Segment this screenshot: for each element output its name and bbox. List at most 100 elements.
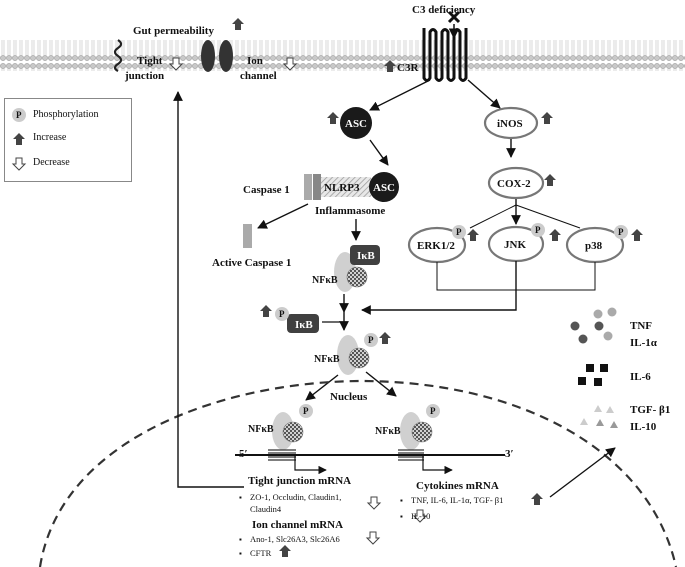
tight-junction-label: Tight	[137, 55, 163, 67]
ion-channel-mrna-title: Ion channel mRNA	[252, 519, 343, 531]
secretion-arrow	[549, 447, 616, 498]
phospho-badge	[452, 225, 466, 239]
increase-icon	[549, 229, 561, 241]
il6-label: IL-6	[630, 371, 651, 383]
ion-channel-mrna-genes: Ano-1, Slc26A3, Slc26A6	[250, 534, 340, 544]
svg-text:P: P	[16, 110, 22, 120]
legend: P Phosphorylation Increase Decrease	[4, 98, 132, 182]
increase-icon	[467, 229, 479, 241]
cell-membrane	[0, 40, 685, 71]
phosphorylation-icon	[12, 108, 26, 122]
feedback-arrow	[173, 91, 244, 488]
increase-icon	[541, 112, 553, 124]
svg-text:▪: ▪	[239, 549, 242, 558]
increase-icon	[544, 174, 556, 186]
decrease-icon	[366, 531, 380, 545]
il1a-label: IL-1α	[630, 337, 658, 349]
nfkb-label-dna-right: NFκB	[375, 426, 401, 437]
ikb-node-phospho	[287, 314, 319, 333]
jnk-label: JNK	[504, 239, 526, 251]
blocked-x-icon	[447, 10, 461, 24]
svg-text:P: P	[368, 335, 374, 345]
cytokines-mrna-il10: IL-10	[411, 511, 430, 521]
asc-label: ASC	[345, 118, 367, 130]
nfkb-label-active: NFκB	[314, 354, 340, 365]
p38-label: p38	[585, 240, 603, 252]
svg-text:junction: junction	[124, 70, 164, 82]
il10-label: IL-10	[630, 421, 657, 433]
svg-text:P: P	[430, 406, 436, 416]
ikb-node-top	[350, 245, 380, 265]
svg-text:▪: ▪	[400, 512, 403, 521]
caspase1-label: Caspase 1	[243, 184, 290, 196]
cox2-node	[487, 166, 545, 200]
increase-icon	[279, 545, 291, 557]
il6-squares-icon	[578, 364, 608, 386]
nfkb-label-dna-left: NFκB	[248, 424, 274, 435]
increase-icon	[531, 493, 543, 505]
svg-text:P: P	[535, 225, 541, 235]
three-prime-label: 3′	[505, 448, 514, 460]
phospho-badge	[426, 404, 440, 418]
inflammasome-complex	[321, 177, 371, 197]
cytokines-mrna-genes: TNF, IL-6, IL-1α, TGF- β1	[411, 495, 503, 505]
svg-text:P: P	[303, 406, 309, 416]
c3r-receptor-icon	[422, 28, 468, 82]
active-caspase1-icon	[243, 224, 252, 248]
svg-text:channel: channel	[240, 70, 277, 82]
legend-phosphorylation: Phosphorylation	[33, 109, 99, 120]
ion-channel-icon	[201, 40, 215, 72]
c3-deficiency-label: C3 deficiency	[412, 4, 476, 16]
tnf-il1a-dots-icon	[570, 307, 617, 344]
tight-junction-icon	[113, 39, 123, 72]
ion-channel-label: Ion	[247, 55, 263, 67]
phospho-badge	[299, 404, 313, 418]
nlrp3-label: NLRP3	[324, 182, 360, 194]
svg-text:Claudin4: Claudin4	[250, 504, 282, 514]
nfkb-label-top: NFκB	[312, 275, 338, 286]
tgf-il10-triangles-icon	[580, 405, 618, 428]
inos-node	[483, 106, 539, 140]
asc-inflammasome-label: ASC	[373, 182, 395, 194]
asc-node	[340, 107, 372, 139]
increase-icon	[379, 332, 391, 344]
svg-text:P: P	[456, 227, 462, 237]
svg-text:▪: ▪	[400, 496, 403, 505]
erk-label: ERK1/2	[417, 240, 455, 252]
active-caspase1-label: Active Caspase 1	[212, 257, 291, 269]
nucleus-label: Nucleus	[330, 391, 368, 403]
phospho-badge	[275, 307, 289, 321]
ion-channel-mrna-cftr: CFTR	[250, 548, 272, 558]
c3r-label: C3R	[397, 62, 419, 74]
svg-text:P: P	[279, 309, 285, 319]
ikb-label-phospho: IκB	[295, 319, 313, 331]
decrease-icon	[367, 496, 381, 510]
inos-label: iNOS	[497, 118, 523, 130]
cytokines-mrna-title: Cytokines mRNA	[416, 480, 499, 492]
five-prime-label: 5′	[239, 448, 248, 460]
increase-icon	[631, 229, 643, 241]
ikb-label-top: IκB	[357, 250, 375, 262]
increase-icon	[13, 133, 25, 145]
gut-permeability-label: Gut permeability	[133, 25, 214, 37]
phospho-badge	[531, 223, 545, 237]
phospho-badge	[364, 333, 378, 347]
tnf-label: TNF	[630, 320, 652, 332]
tgfb1-label: TGF- β1	[630, 404, 670, 416]
svg-text:▪: ▪	[239, 535, 242, 544]
svg-text:▪: ▪	[239, 493, 242, 502]
increase-icon	[232, 18, 244, 30]
phospho-badge	[614, 225, 628, 239]
decrease-icon	[12, 157, 26, 171]
svg-text:P: P	[618, 227, 624, 237]
asc-node-inflammasome	[369, 172, 399, 202]
legend-increase: Increase	[33, 132, 67, 143]
tight-junction-mrna-title: Tight junction mRNA	[248, 475, 351, 487]
cox2-label: COX-2	[497, 178, 531, 190]
inflammasome-label: Inflammasome	[315, 205, 385, 217]
increase-icon	[260, 305, 272, 317]
tight-junction-mrna-genes: ZO-1, Occludin, Claudin1,	[250, 492, 341, 502]
increase-icon	[327, 112, 339, 124]
legend-decrease: Decrease	[33, 157, 70, 168]
